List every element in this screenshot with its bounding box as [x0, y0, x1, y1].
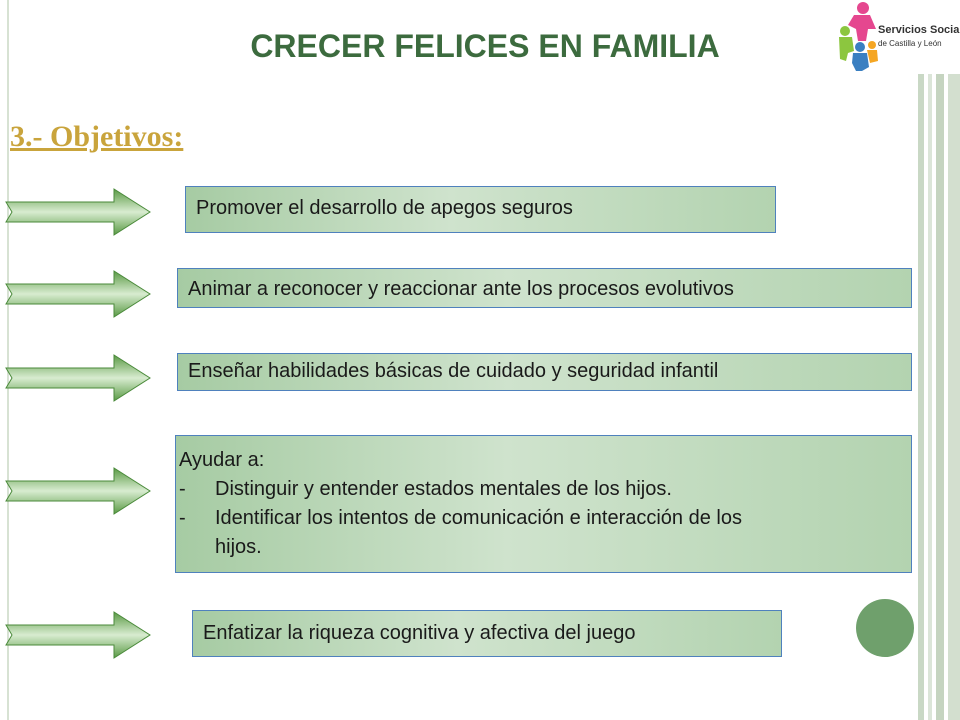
list-item: - Identificar los intentos de comunicaci…: [179, 504, 911, 533]
objective-text: Animar a reconocer y reaccionar ante los…: [188, 278, 734, 300]
right-decor-band: [948, 0, 960, 720]
list-item-text: Identificar los intentos de comunicación…: [215, 507, 742, 529]
right-arrow-icon: [5, 611, 151, 659]
right-decor-band: [918, 0, 924, 720]
logo-name: Servicios Sociales: [878, 24, 960, 36]
list-bullet: -: [179, 478, 186, 500]
list-bullet: -: [179, 507, 186, 529]
objective-box: Animar a reconocer y reaccionar ante los…: [177, 268, 912, 308]
objective-text: Enfatizar la riqueza cognitiva y afectiv…: [203, 622, 636, 644]
right-arrow-icon: [5, 270, 151, 318]
objective-box: Enfatizar la riqueza cognitiva y afectiv…: [192, 610, 782, 657]
right-arrow-icon: [5, 467, 151, 515]
logo-figures-icon: [839, 2, 878, 71]
logo-subtitle: de Castilla y León: [878, 39, 942, 48]
right-arrow-icon: [5, 354, 151, 402]
right-decor-band: [936, 0, 944, 720]
slide-title: CRECER FELICES EN FAMILIA: [250, 28, 720, 64]
right-decor-band: [928, 0, 932, 720]
objective-box: Promover el desarrollo de apegos seguros: [185, 186, 776, 233]
list-item-text: hijos.: [215, 536, 262, 558]
logo: Servicios Sociales de Castilla y León: [834, 0, 960, 74]
right-arrow-icon: [5, 188, 151, 236]
list-item: - Distinguir y entender estados mentales…: [179, 475, 911, 504]
objective-text: Promover el desarrollo de apegos seguros: [196, 197, 573, 219]
section-heading: 3.- Objetivos:: [10, 120, 184, 153]
left-border-line: [7, 0, 9, 720]
objective-text: Enseñar habilidades básicas de cuidado y…: [188, 360, 719, 382]
decorative-circle: [856, 599, 914, 657]
list-item-continuation: hijos.: [179, 533, 911, 562]
list-item-text: Distinguir y entender estados mentales d…: [215, 478, 672, 500]
objective-box: Ayudar a: - Distinguir y entender estado…: [175, 435, 912, 573]
objective-intro: Ayudar a:: [179, 449, 265, 471]
objective-box: Enseñar habilidades básicas de cuidado y…: [177, 353, 912, 391]
